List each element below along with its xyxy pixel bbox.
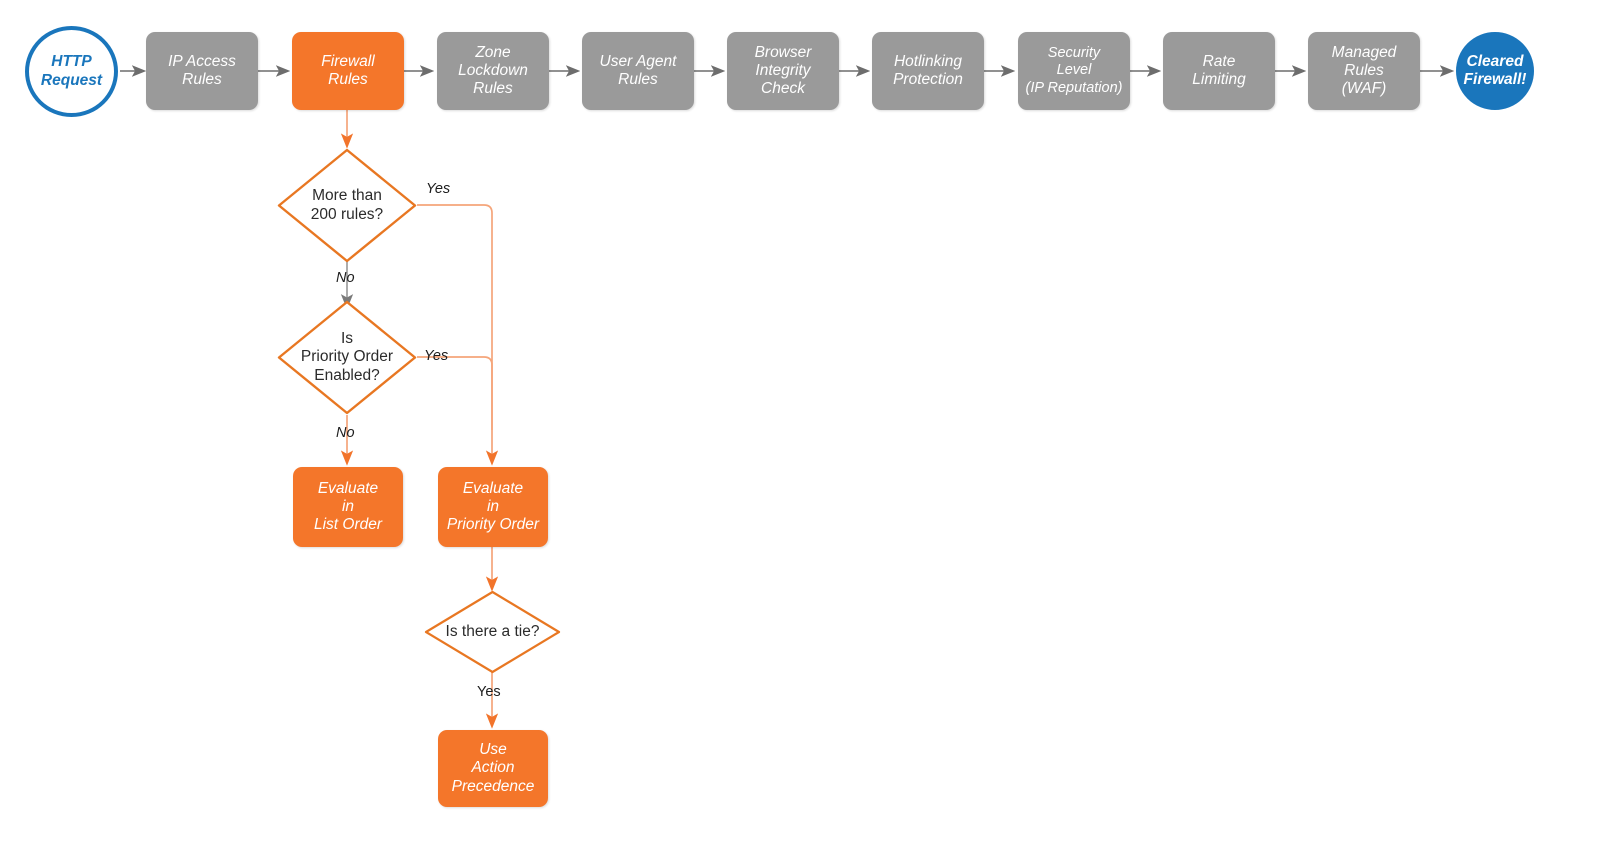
node-user-agent-rules-label: User Agent Rules xyxy=(599,52,677,88)
edge-label-priority-no: No xyxy=(336,425,355,441)
node-evaluate-in-list-order-label: Evaluate in List Order xyxy=(313,479,383,534)
node-rate-limiting-label: Rate Limiting xyxy=(1192,52,1246,88)
node-decision-more-than-200-rules-label: More than 200 rules? xyxy=(310,187,384,223)
node-cleared-firewall-label: Cleared Firewall! xyxy=(1463,52,1527,88)
node-evaluate-in-priority-order-label: Evaluate in Priority Order xyxy=(446,479,540,534)
diamond-shape-icon xyxy=(424,590,561,674)
node-cleared-firewall[interactable]: Cleared Firewall! xyxy=(1456,32,1534,110)
node-use-action-precedence[interactable]: Use Action Precedence xyxy=(438,730,548,807)
node-decision-is-there-a-tie-label: Is there a tie? xyxy=(445,622,540,640)
node-hotlinking-protection[interactable]: Hotlinking Protection xyxy=(872,32,984,110)
node-evaluate-in-list-order[interactable]: Evaluate in List Order xyxy=(293,467,403,547)
node-zone-lockdown-rules-label: Zone Lockdown Rules xyxy=(458,43,528,98)
node-zone-lockdown-rules[interactable]: Zone Lockdown Rules xyxy=(437,32,549,110)
node-use-action-precedence-label: Use Action Precedence xyxy=(451,741,535,795)
edge-label-rulecount-no: No xyxy=(336,270,355,286)
node-managed-rules-waf[interactable]: Managed Rules (WAF) xyxy=(1308,32,1420,110)
node-decision-is-priority-order-enabled[interactable]: Is Priority Order Enabled? xyxy=(277,300,417,415)
node-firewall-rules[interactable]: Firewall Rules xyxy=(292,32,404,110)
node-ip-access-rules[interactable]: IP Access Rules xyxy=(146,32,258,110)
node-browser-integrity-check[interactable]: Browser Integrity Check xyxy=(727,32,839,110)
diamond-shape-icon xyxy=(277,300,417,415)
node-decision-more-than-200-rules[interactable]: More than 200 rules? xyxy=(277,148,417,263)
edge-priority-yes xyxy=(417,356,493,430)
edge-label-rulecount-yes: Yes xyxy=(426,181,451,197)
node-ip-access-rules-label: IP Access Rules xyxy=(168,52,236,88)
edge-label-tie-yes: Yes xyxy=(477,684,501,700)
node-managed-rules-waf-label: Managed Rules (WAF) xyxy=(1331,43,1397,98)
node-browser-integrity-check-label: Browser Integrity Check xyxy=(754,43,812,98)
node-evaluate-in-priority-order[interactable]: Evaluate in Priority Order xyxy=(438,467,548,547)
node-http-request-label: HTTP Request xyxy=(40,53,103,89)
node-security-level[interactable]: Security Level (IP Reputation) xyxy=(1018,32,1130,110)
node-http-request[interactable]: HTTP Request xyxy=(25,26,118,117)
diamond-shape-icon xyxy=(277,148,417,263)
edge-rulecount-yes xyxy=(417,204,499,466)
node-user-agent-rules[interactable]: User Agent Rules xyxy=(582,32,694,110)
edge-label-priority-yes: Yes xyxy=(424,348,449,364)
node-firewall-rules-label: Firewall Rules xyxy=(321,52,375,88)
node-security-level-label: Security Level (IP Reputation) xyxy=(1025,45,1123,96)
node-decision-is-there-a-tie[interactable]: Is there a tie? xyxy=(424,590,561,674)
node-hotlinking-protection-label: Hotlinking Protection xyxy=(893,52,963,88)
node-decision-is-priority-order-enabled-label: Is Priority Order Enabled? xyxy=(300,330,394,384)
node-rate-limiting[interactable]: Rate Limiting xyxy=(1163,32,1275,110)
